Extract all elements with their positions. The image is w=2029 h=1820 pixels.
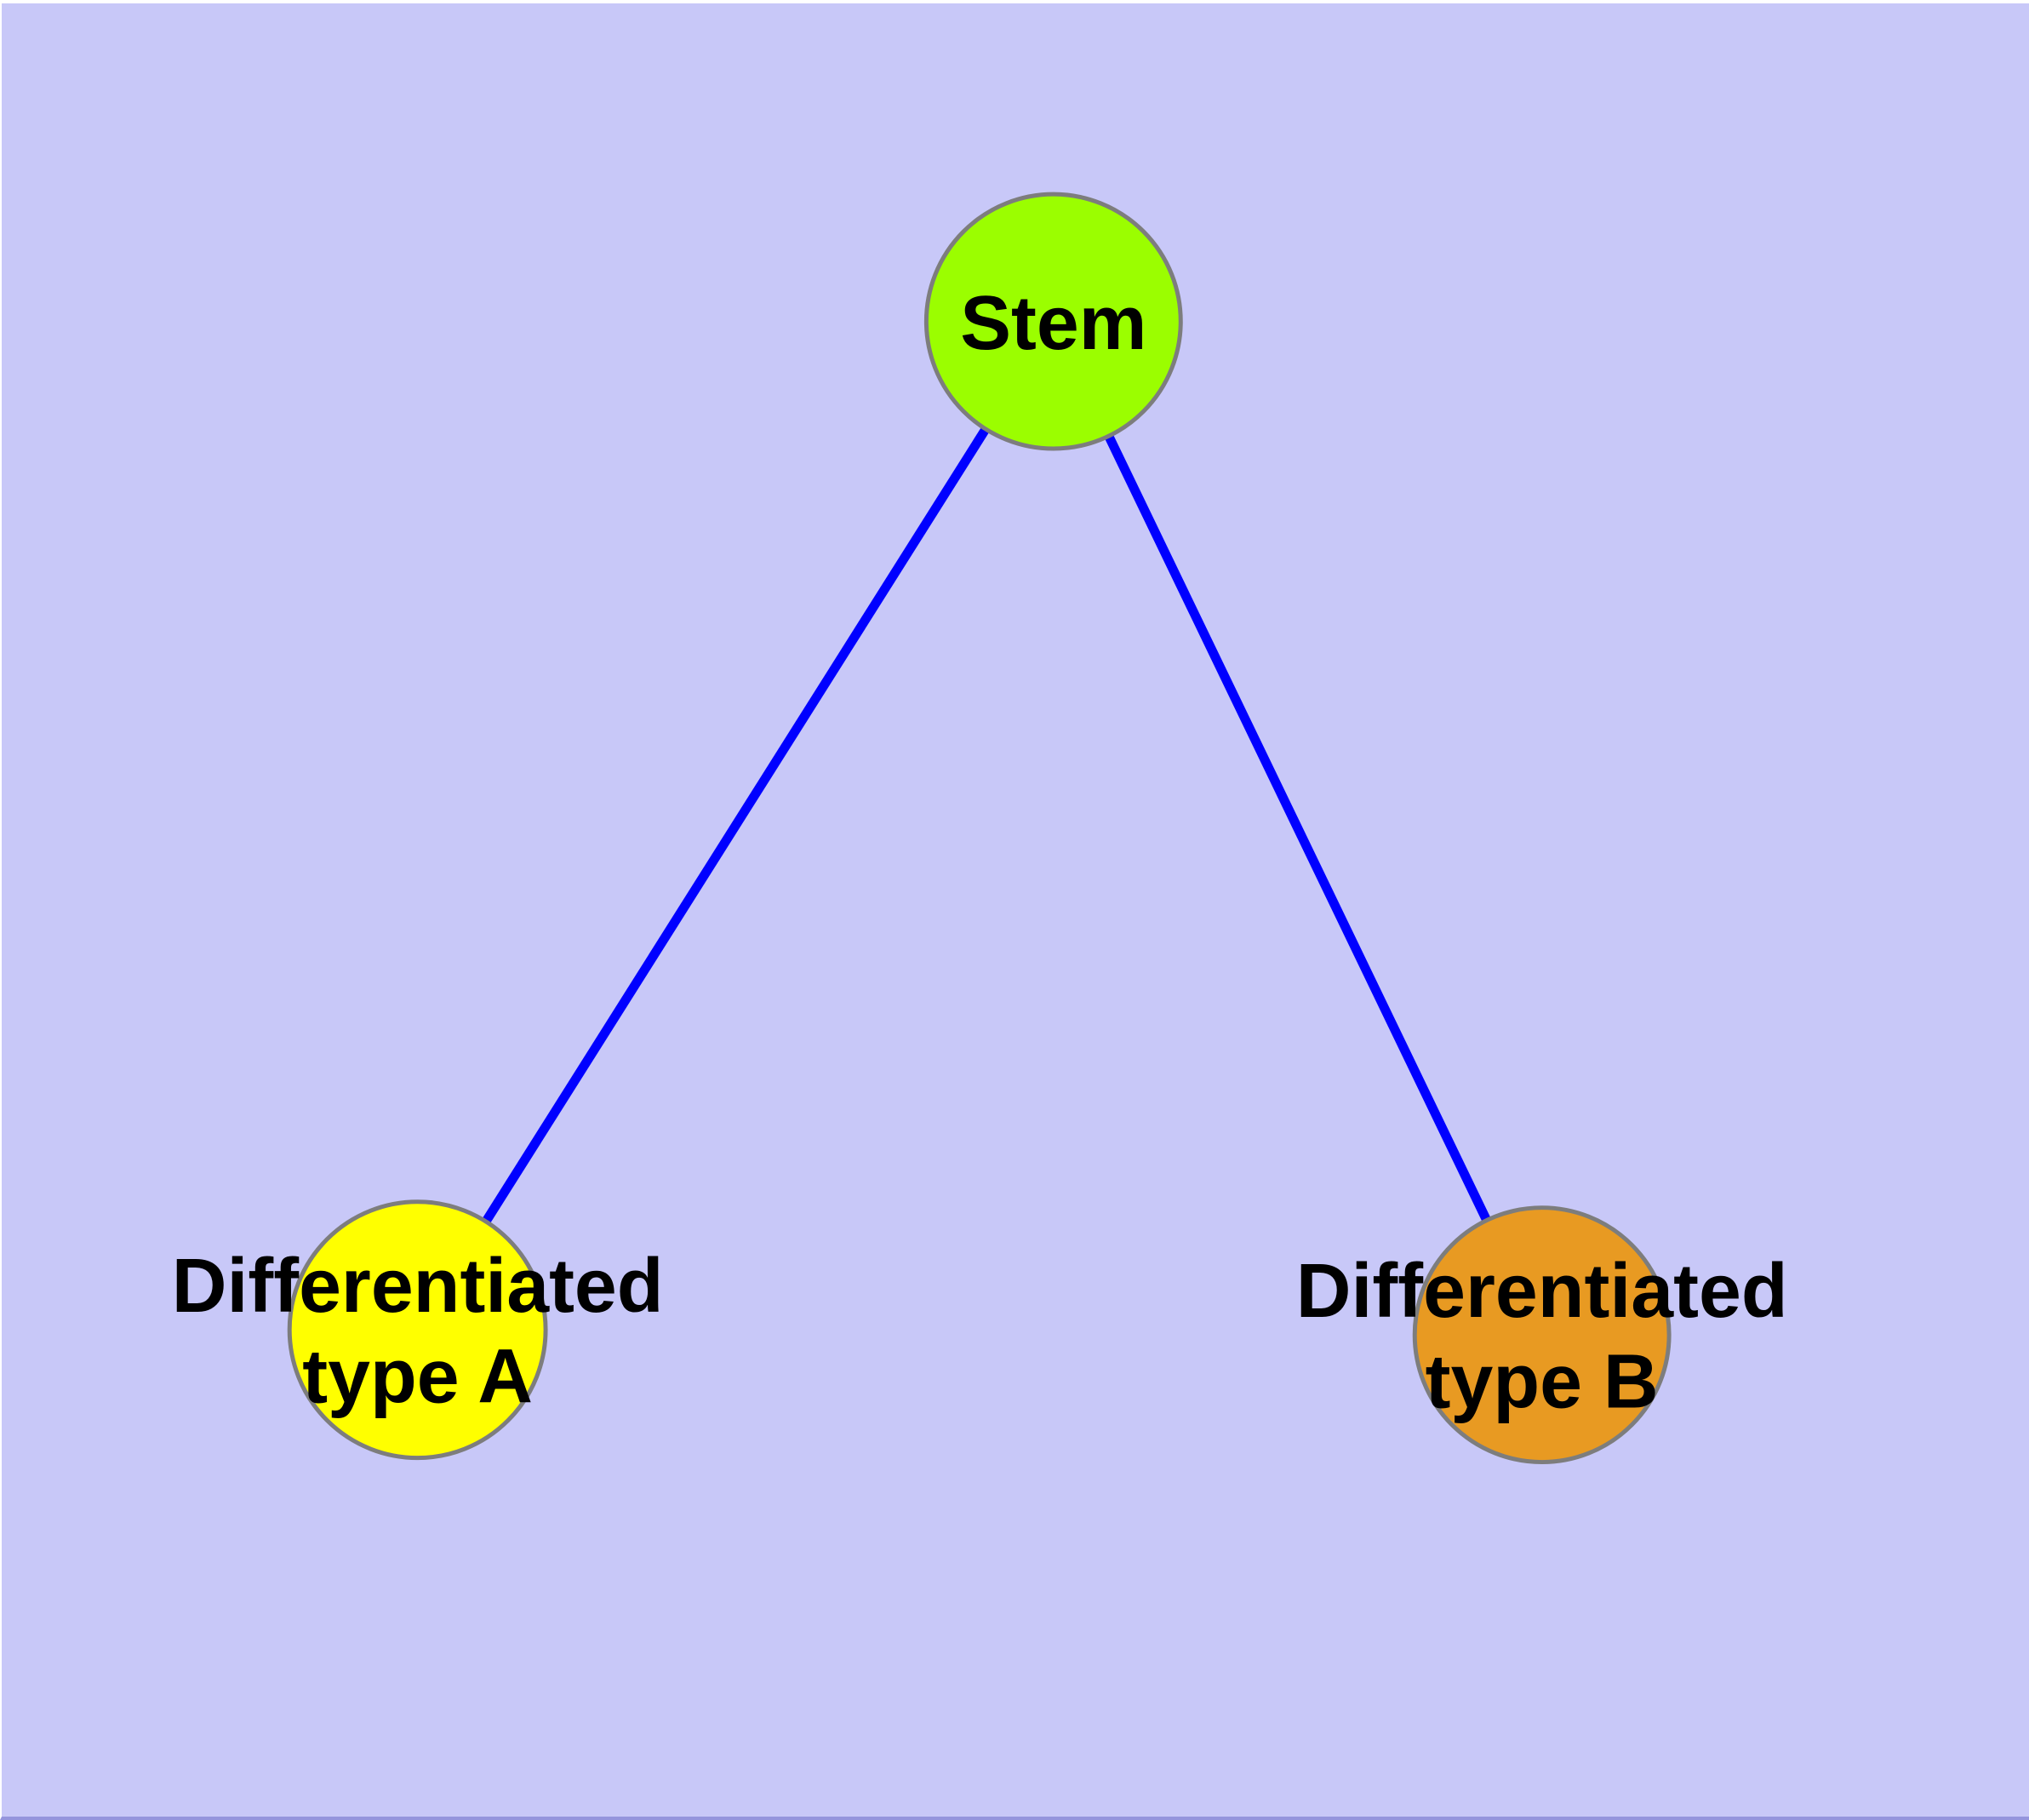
node-differentiated-type-a-label-line-2: type A	[302, 1335, 533, 1420]
node-differentiated-type-a-circle	[287, 1199, 548, 1461]
node-stem-label: Stem	[960, 281, 1146, 366]
node-differentiated-type-a-label-line-1: Differentiated	[172, 1244, 664, 1329]
node-stem-label-line-1: Stem	[960, 281, 1146, 366]
edges-layer	[414, 318, 1546, 1337]
node-stem-circle	[923, 192, 1183, 451]
edge-stem-to-differentiated-type-a	[414, 318, 1058, 1333]
nodes-layer	[287, 192, 1672, 1465]
node-differentiated-type-b-label-line-2: type B	[1426, 1340, 1659, 1425]
edge-stem-to-differentiated-type-b	[1049, 319, 1546, 1337]
node-differentiated-type-b-circle	[1412, 1205, 1672, 1465]
node-differentiated-type-b-label-line-1: Differentiated	[1296, 1249, 1788, 1334]
